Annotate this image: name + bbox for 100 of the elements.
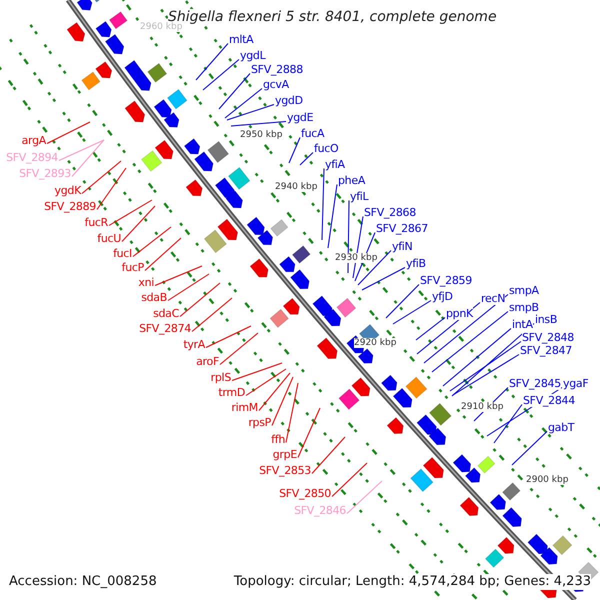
gene-label: yfjD: [432, 290, 453, 302]
leader-line: [180, 282, 220, 317]
leader-line: [348, 200, 350, 274]
leader-line: [286, 382, 298, 443]
gene-label: SFV_2845: [509, 376, 561, 390]
leader-line: [258, 372, 290, 411]
leader-line: [246, 368, 286, 396]
gene-label: rpsP: [248, 416, 271, 428]
leader-line: [144, 238, 182, 271]
position-label: 2950 kbp: [240, 130, 282, 140]
leader-line: [450, 341, 522, 392]
leader-line: [46, 122, 90, 144]
leader-line: [96, 168, 126, 210]
leader-line: [416, 317, 446, 340]
gene-label: SFV_2893: [19, 166, 71, 180]
gene-label: SFV_2844: [523, 394, 575, 406]
gene-label: SFV_2874: [139, 322, 191, 334]
position-label: 2960 kbp: [140, 22, 182, 32]
gene-label: insB: [535, 312, 558, 326]
leader-line: [82, 160, 122, 194]
position-label: 2940 kbp: [275, 182, 318, 192]
gene-label: grpE: [272, 448, 297, 460]
gene-label: ppnK: [446, 306, 473, 320]
leader-line: [230, 121, 286, 126]
gene-label: gcvA: [263, 78, 289, 90]
gene-label: SFV_2867: [376, 222, 428, 234]
leader-line: [452, 354, 520, 396]
leader-line: [442, 328, 512, 386]
leader-line: [358, 250, 392, 286]
leader-line: [332, 462, 368, 497]
gene-label: ffh: [271, 432, 285, 446]
gene-label: SFV_2846: [294, 504, 346, 516]
gene-label: SFV_2859: [420, 274, 472, 286]
leader-line: [424, 294, 508, 364]
leader-line: [328, 184, 338, 248]
gene-label: yfiL: [350, 190, 368, 202]
gene-label: yfiN: [392, 240, 412, 252]
leader-line: [58, 140, 104, 161]
gene-label: aroF: [196, 354, 219, 368]
leader-line: [206, 326, 252, 348]
leader-line: [224, 88, 262, 118]
leader-line: [108, 200, 152, 226]
leader-line: [392, 300, 432, 324]
gene-label: ygdD: [275, 94, 303, 106]
gene-label: intA: [512, 318, 533, 330]
leader-line: [512, 431, 548, 466]
leader-line: [168, 274, 210, 301]
gene-label: fucA: [301, 126, 324, 140]
gene-label: trmD: [218, 386, 245, 398]
gene-label: gabT: [548, 420, 574, 434]
gene-label: ygdL: [240, 48, 266, 62]
footer-text: Accession: NC_008258: [9, 574, 157, 590]
gene-label: SFV_2894: [6, 150, 58, 164]
position-label: 2910 kbp: [461, 402, 504, 412]
gene-label: ygdE: [287, 110, 314, 124]
gene-label: mltA: [229, 32, 254, 46]
gene-label: rplS: [210, 370, 231, 384]
leader-line: [346, 480, 382, 514]
gene-label: sdaB: [141, 290, 167, 304]
leader-line: [452, 323, 534, 396]
gene-label: sdaC: [153, 306, 179, 320]
gene-label: xni: [138, 276, 154, 288]
gene-label: SFV_2847: [520, 344, 572, 356]
leader-line: [312, 436, 346, 474]
leader-line: [220, 332, 258, 365]
leader-line: [386, 284, 420, 318]
gene-label: fucR: [84, 216, 108, 228]
leader-line: [298, 408, 320, 458]
leader-line: [362, 267, 406, 290]
gene-label: argA: [22, 134, 46, 146]
title: Shigella flexneri 5 str. 8401, complete genome: [168, 9, 497, 25]
gene-label: tyrA: [183, 338, 205, 350]
leader-line: [232, 362, 282, 381]
gene-label: fucU: [97, 232, 121, 244]
leader-line: [72, 140, 104, 177]
leader-line: [300, 152, 314, 166]
gene-label: SFV_2848: [522, 330, 574, 344]
position-label: 2920 kbp: [354, 338, 396, 348]
gene-label: SFV_2853: [259, 464, 311, 476]
leader-line: [218, 73, 250, 110]
leader-line: [132, 226, 172, 257]
gene-label: fucI: [113, 246, 132, 260]
leader-line: [192, 298, 232, 332]
gene-label: fucO: [314, 142, 338, 154]
gene-label: ygaF: [563, 376, 588, 390]
gene-label: ygdK: [54, 184, 81, 196]
gene-label: smpA: [509, 284, 539, 296]
leader-line: [122, 206, 156, 242]
gene-label: SFV_2888: [251, 62, 303, 76]
gene-label: SFV_2868: [364, 206, 416, 218]
leader-line: [272, 376, 294, 426]
gene-label: yfiA: [325, 158, 345, 170]
leader-line: [196, 43, 228, 80]
leader-line: [202, 59, 240, 90]
leader-line: [432, 311, 508, 372]
gene-label: SFV_2850: [279, 486, 331, 500]
position-label: 2930 kbp: [335, 253, 378, 263]
leader-line: [322, 168, 324, 240]
leader-line: [154, 266, 202, 286]
leader-line: [288, 137, 300, 164]
